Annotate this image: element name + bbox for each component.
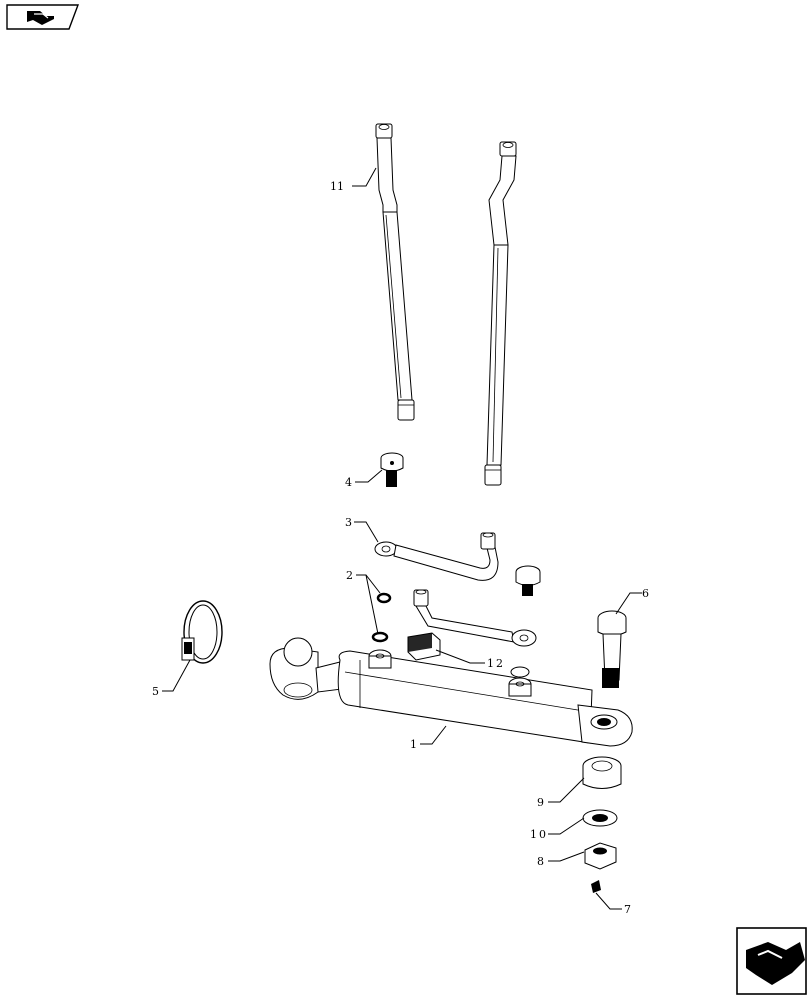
part-3-tube <box>374 532 499 581</box>
part-10-washer <box>582 809 618 827</box>
part-9-spacer <box>582 756 622 789</box>
part-12-block <box>407 632 441 661</box>
lower-tube <box>413 589 537 647</box>
callout-6: 6 <box>642 587 649 600</box>
callout-3: 3 <box>345 516 352 529</box>
callout-1: 1 <box>410 738 417 751</box>
part-4-bolt <box>380 452 404 487</box>
back-to-index-icon[interactable] <box>6 4 80 30</box>
callout-5: 5 <box>152 685 159 698</box>
part-6-pin <box>597 610 627 688</box>
part-5-clamp <box>181 600 223 664</box>
leader-lines <box>162 167 642 910</box>
callout-4: 4 <box>345 476 352 489</box>
part-2-washers <box>371 592 392 643</box>
callout-7: 7 <box>624 903 631 916</box>
callout-2: 2 <box>346 569 353 582</box>
callout-8: 8 <box>537 855 544 868</box>
part-7-fitting <box>591 880 601 893</box>
loose-bolt <box>515 565 541 596</box>
part-1-cylinder <box>269 637 633 747</box>
callout-11: 11 <box>330 180 344 193</box>
part-8-nut <box>584 842 617 870</box>
callout-9: 9 <box>537 796 544 809</box>
callout-10: 10 <box>530 828 548 841</box>
callout-labels: 11 4 3 2 6 12 5 1 9 10 8 7 <box>152 180 649 916</box>
next-page-icon[interactable] <box>736 927 807 995</box>
part-11-pipe-second <box>484 141 517 486</box>
callout-12: 12 <box>487 657 505 670</box>
part-11-pipe <box>375 123 415 421</box>
